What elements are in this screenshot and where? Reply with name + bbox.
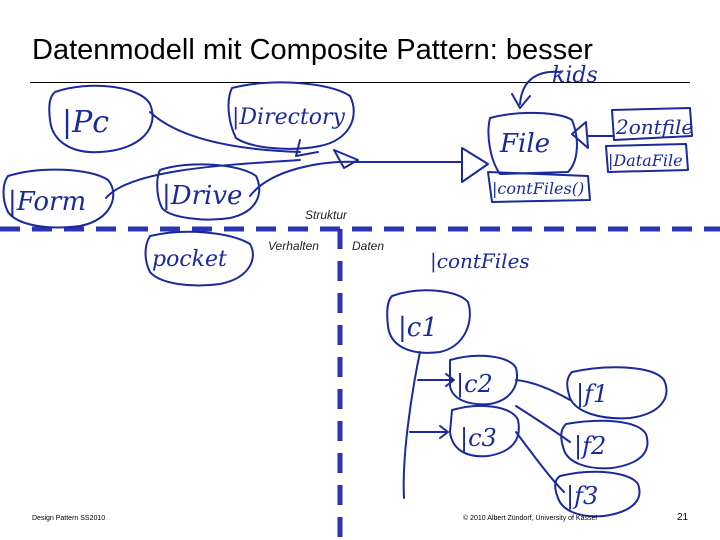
inheritance-triangle-file: [461, 147, 489, 183]
data-file-box: [605, 143, 689, 173]
directory-blob: [227, 81, 355, 150]
inheritance-triangle-left: [333, 149, 359, 169]
drive-connector: [249, 160, 361, 197]
c3-to-f3-line: [515, 431, 565, 493]
inheritance-triangle-right: [571, 121, 589, 149]
c1-blob: [386, 289, 471, 354]
container-text: |contFiles(): [492, 179, 584, 198]
kids-arrow: [511, 70, 561, 109]
tree-trunk: [402, 351, 421, 499]
footer-copyright: © 2010 Albert Zündorf, University of Kas…: [463, 515, 597, 522]
form-to-drive-line: [105, 159, 301, 199]
f2-text: |f2: [574, 432, 606, 461]
page-number: 21: [677, 512, 689, 523]
pocket-text: pocket: [152, 247, 227, 272]
content-file-box: [611, 107, 693, 141]
file-box: [487, 111, 578, 175]
form-text: |Form: [8, 187, 86, 217]
tree-branch-c2: [417, 373, 455, 387]
tree-branch-c3: [409, 425, 449, 439]
f2-blob: [560, 419, 649, 470]
c1-text: |c1: [398, 313, 438, 343]
f1-blob: [566, 366, 668, 420]
label-daten: Daten: [352, 239, 385, 253]
pc-to-directory-line: [149, 111, 301, 153]
c3-blob: [449, 404, 520, 458]
container-box: [487, 171, 591, 203]
title-divider: [30, 82, 690, 83]
label-struktur: Struktur: [305, 208, 348, 222]
content-file-text: 2ontfile: [615, 115, 693, 139]
f3-blob: [554, 470, 641, 518]
pocket-blob: [144, 230, 254, 287]
c3-to-f2-line: [515, 405, 571, 443]
label-verhalten: Verhalten: [268, 239, 319, 253]
c3-text: |c3: [460, 424, 497, 453]
directory-text: |Directory: [232, 105, 346, 130]
link-arrow-small: [295, 139, 319, 157]
file-text: File: [499, 129, 550, 159]
drive-text: |Drive: [162, 181, 242, 211]
c2-text: |c2: [456, 370, 493, 399]
c2-to-f1-line: [515, 379, 571, 401]
pc-blob: [48, 84, 154, 154]
c2-blob: [449, 354, 518, 406]
contfiles-text: |contFiles: [430, 249, 530, 274]
pc-text: |Pc: [62, 105, 109, 140]
f1-text: |f1: [576, 380, 608, 409]
slide-title: Datenmodell mit Composite Pattern: besse…: [32, 34, 593, 66]
footer-course: Design Pattern SS2010: [32, 515, 106, 522]
data-file-text: |DataFile: [608, 151, 683, 170]
kids-text: kids: [552, 63, 598, 88]
form-blob: [2, 168, 115, 229]
f3-text: |f3: [566, 482, 598, 511]
